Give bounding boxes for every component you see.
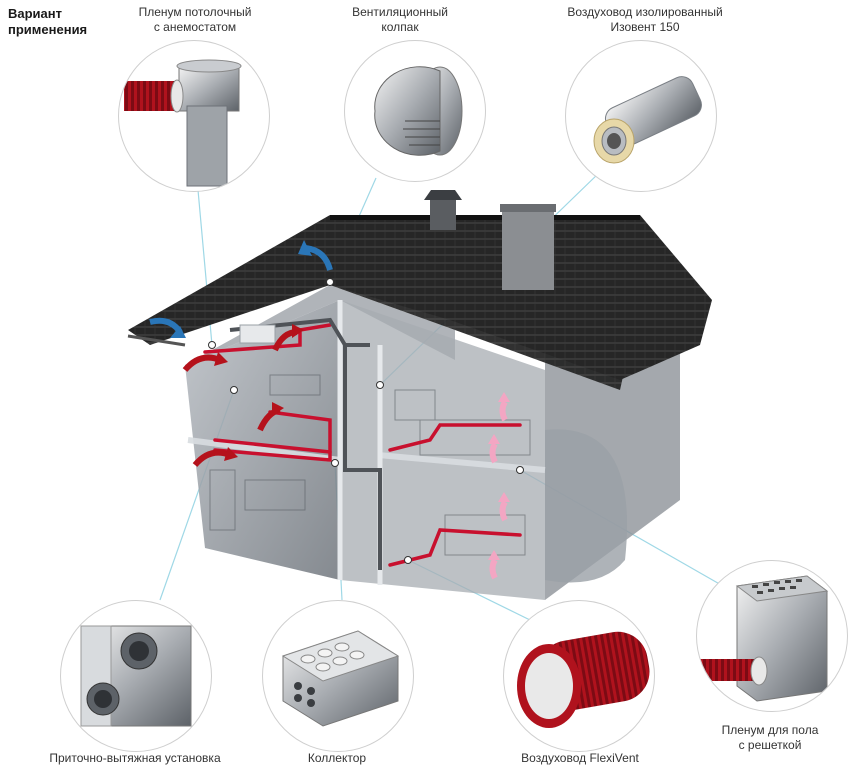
leader-dots bbox=[208, 278, 524, 564]
insulated-duct-icon bbox=[565, 40, 717, 192]
house-right-wall bbox=[340, 300, 545, 600]
air-handling-unit-icon bbox=[60, 600, 212, 752]
label-vent-cap: Вентиляционный колпак bbox=[352, 5, 448, 34]
flexivent-duct-icon bbox=[503, 600, 655, 752]
gutter bbox=[127, 334, 186, 347]
attic-ahu bbox=[239, 324, 276, 344]
grey-ducts bbox=[229, 317, 382, 570]
house-roof-front bbox=[330, 230, 640, 390]
label-collector: Коллектор bbox=[307, 751, 367, 765]
floor-plenum-icon bbox=[696, 560, 848, 712]
roof-ridge bbox=[330, 215, 640, 220]
label-ahu: Приточно-вытяжная установка bbox=[49, 751, 221, 765]
label-plenum-ceiling: Пленум потолочный с анемостатом bbox=[138, 5, 252, 34]
label-duct-insulated: Воздуховод изолированный Изовент 150 bbox=[567, 5, 723, 34]
airflow-arrows bbox=[149, 240, 510, 580]
chimney bbox=[502, 208, 554, 290]
house-bay bbox=[545, 429, 628, 583]
label-flexivent: Воздуховод FlexiVent bbox=[521, 751, 639, 765]
roof-vent-stack bbox=[430, 200, 456, 230]
collector-icon bbox=[262, 600, 414, 752]
vent-cap-icon bbox=[344, 40, 486, 182]
ceiling-plenum-icon bbox=[118, 40, 270, 192]
label-plenum-floor: Пленум для пола с решеткой bbox=[721, 723, 819, 752]
interior-sketch bbox=[209, 374, 531, 556]
page-title: Вариант применения bbox=[8, 6, 88, 37]
